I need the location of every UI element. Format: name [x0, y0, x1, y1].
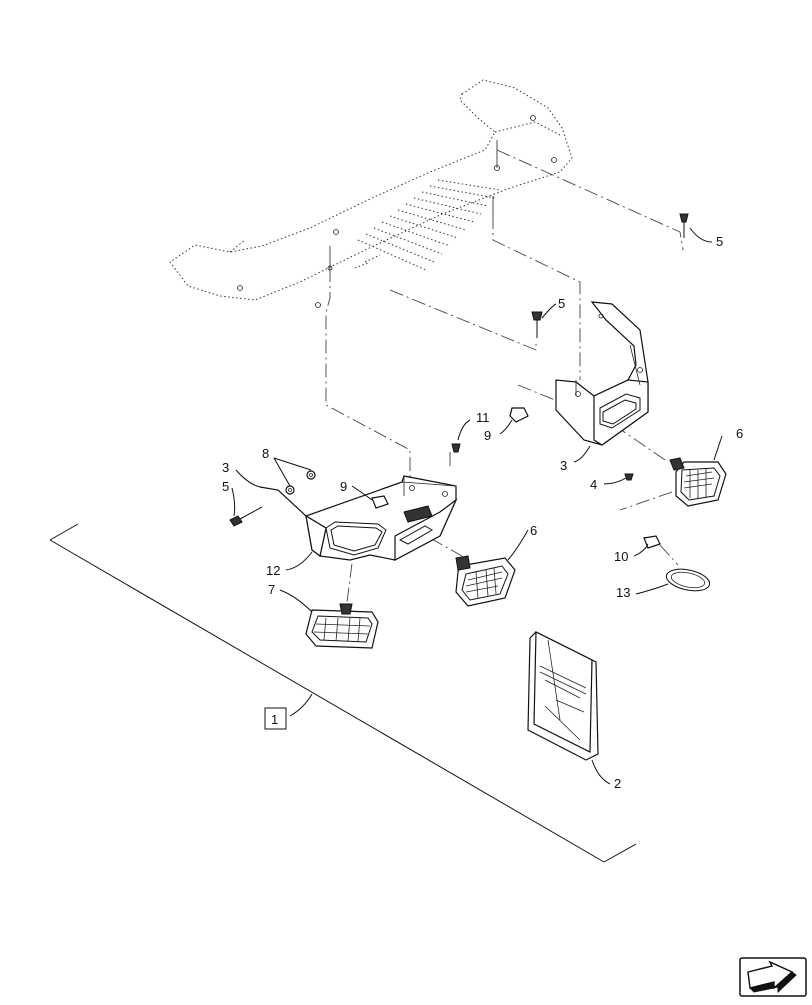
kit-bracket-lines — [49, 523, 637, 863]
callout-7: 7 — [268, 582, 275, 597]
callout-5-mid: 5 — [558, 296, 565, 311]
left-bracket — [259, 475, 458, 561]
leader-lines — [231, 227, 723, 785]
callout-13: 13 — [616, 585, 630, 600]
callout-9-left: 9 — [340, 479, 347, 494]
callout-5-top: 5 — [716, 234, 723, 249]
operator-manual-booklet — [527, 631, 599, 761]
callout-6-right: 6 — [736, 426, 743, 441]
callout-3-right: 3 — [560, 458, 567, 473]
callout-5-left: 5 — [222, 479, 229, 494]
callout-3-left: 3 — [222, 460, 229, 475]
callout-11: 11 — [476, 410, 490, 425]
cab-roof-phantom — [169, 79, 573, 308]
callout-6-center: 6 — [530, 523, 537, 538]
work-lamp-left — [305, 603, 379, 649]
callout-labels: 5 5 11 9 3 6 4 10 13 8 3 5 9 12 7 6 2 — [222, 234, 743, 791]
callout-8: 8 — [262, 446, 269, 461]
kit-label-number: 1 — [271, 712, 278, 727]
right-bracket — [555, 301, 649, 446]
callout-4: 4 — [590, 477, 597, 492]
work-lamp-right — [669, 457, 727, 507]
next-page-arrow-icon[interactable] — [739, 957, 807, 997]
callout-10: 10 — [614, 549, 628, 564]
callout-2: 2 — [614, 776, 621, 791]
callout-9-right: 9 — [484, 428, 491, 443]
work-lamp-center — [455, 555, 516, 607]
callout-12: 12 — [266, 563, 280, 578]
kit-label-box: 1 — [264, 707, 287, 730]
